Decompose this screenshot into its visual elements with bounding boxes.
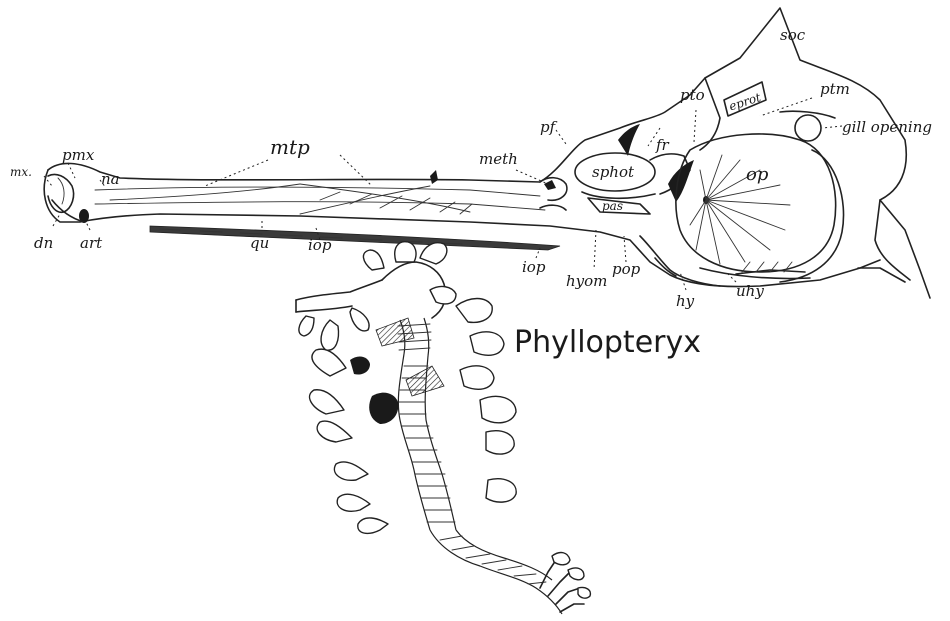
label-hyom: hyom: [566, 272, 607, 290]
label-op: op: [746, 164, 769, 185]
label-iop-left: iop: [308, 236, 332, 254]
label-pas: pas: [602, 199, 623, 213]
label-leader-lines: [44, 98, 842, 290]
label-mtp: mtp: [270, 135, 310, 159]
label-uhy: uhy: [736, 282, 764, 300]
label-na: na: [101, 170, 120, 188]
sea-dragon-drawing: [296, 242, 590, 614]
label-pf: pf: [540, 118, 558, 136]
label-sphot: sphot: [592, 163, 635, 181]
label-hy: hy: [676, 292, 695, 310]
label-mx: mx.: [10, 165, 32, 179]
label-art: art: [80, 234, 103, 252]
label-eprot: eprot: [727, 90, 762, 113]
label-gill-opening: gill opening: [842, 118, 932, 136]
label-meth: meth: [479, 150, 518, 168]
label-pto: pto: [680, 86, 705, 104]
label-ptm: ptm: [820, 80, 850, 98]
label-iop-right: iop: [522, 258, 546, 276]
label-dn: dn: [34, 234, 53, 252]
label-pmx: pmx: [62, 146, 95, 164]
label-fr: fr: [655, 136, 670, 154]
figure-caption: Phyllopteryx: [514, 325, 701, 360]
label-soc: soc: [780, 26, 806, 44]
label-qu: qu: [250, 234, 269, 252]
label-pop: pop: [612, 260, 641, 278]
